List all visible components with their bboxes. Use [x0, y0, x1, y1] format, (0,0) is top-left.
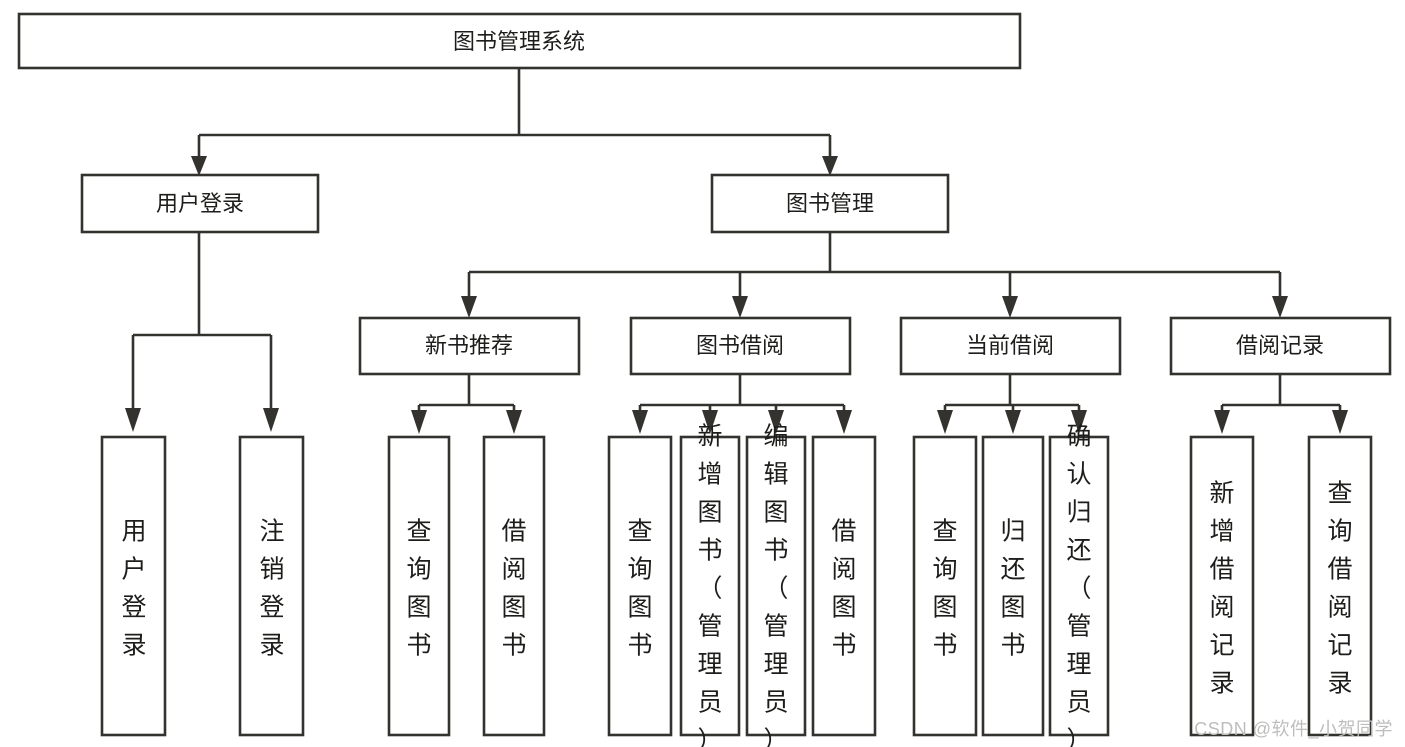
leaf-confirm-return-label: 确认归还（管理员）: [1066, 423, 1091, 747]
edge-book-borrow-trunk: [638, 374, 846, 412]
leaf-add-book-label: 新增图书（管理员）: [697, 423, 722, 747]
arrow-to-user-login: [191, 156, 207, 176]
leaf-node-add-record[interactable]: 新增借阅记录: [1189, 435, 1255, 737]
arrow-to-leaf-query-book-1: [411, 410, 427, 434]
leaf-query-book-3-box[interactable]: [912, 435, 978, 737]
edge-borrow-record-trunk: [1220, 374, 1342, 412]
leaf-node-borrow-book-1[interactable]: 借阅图书: [482, 435, 546, 737]
leaf-query-book-2-box[interactable]: [607, 435, 673, 737]
node-book-manage[interactable]: 图书管理: [710, 173, 950, 234]
leaf-logout-label: 注销登录: [259, 518, 284, 660]
arrow-to-leaf-return-book: [1005, 410, 1021, 434]
arrow-to-leaf-add-record: [1214, 410, 1230, 434]
leaf-borrow-book-2-label: 借阅图书: [831, 518, 856, 660]
node-current-borrow[interactable]: 当前借阅: [899, 316, 1122, 376]
node-root-label: 图书管理系统: [453, 29, 585, 54]
node-borrow-record-box[interactable]: [1169, 316, 1392, 376]
arrow-to-borrow-record: [1272, 296, 1288, 318]
node-book-manage-label: 图书管理: [786, 191, 874, 216]
node-book-manage-box[interactable]: [710, 173, 950, 234]
arrow-to-current-borrow: [1002, 296, 1018, 318]
node-borrow-record-label: 借阅记录: [1236, 333, 1324, 358]
arrow-to-leaf-borrow-book-2: [836, 410, 852, 434]
leaf-confirm-return-box[interactable]: [1048, 435, 1110, 737]
leaf-borrow-book-2-box[interactable]: [811, 435, 877, 737]
edge-new-book-recommend-trunk: [417, 374, 516, 412]
arrow-to-leaf-borrow-book-1: [506, 410, 522, 434]
leaf-add-book-box[interactable]: [679, 435, 741, 737]
leaf-add-record-label: 新增借阅记录: [1209, 480, 1234, 698]
arrow-to-leaf-edit-book: [768, 410, 784, 434]
leaf-node-borrow-book-2[interactable]: 借阅图书: [811, 435, 877, 737]
edge-current-borrow-trunk: [943, 374, 1081, 412]
arrow-to-leaf-add-book: [702, 410, 718, 434]
node-root[interactable]: 图书管理系统: [17, 12, 1022, 70]
leaf-node-query-book-2[interactable]: 查询图书: [607, 435, 673, 737]
arrow-to-leaf-logout: [263, 408, 279, 432]
node-current-borrow-label: 当前借阅: [966, 333, 1054, 358]
arrow-to-book-borrow: [732, 296, 748, 318]
leaf-edit-book-box[interactable]: [745, 435, 807, 737]
node-book-borrow[interactable]: 图书借阅: [629, 316, 852, 376]
edges-layer: [125, 68, 1348, 434]
node-current-borrow-box[interactable]: [899, 316, 1122, 376]
leaf-return-book-label: 归还图书: [1000, 518, 1025, 660]
edge-user-login-trunk: [131, 232, 273, 408]
node-user-login-box[interactable]: [80, 173, 320, 234]
csdn-watermark: CSDN @软件_小贺同学: [1194, 719, 1393, 739]
node-book-borrow-box[interactable]: [629, 316, 852, 376]
arrow-to-leaf-query-book-2: [632, 410, 648, 434]
leaf-query-book-1-box[interactable]: [387, 435, 451, 737]
leaf-node-edit-book[interactable]: 编辑图书（管理员）: [745, 423, 807, 747]
node-new-book-recommend[interactable]: 新书推荐: [358, 316, 581, 376]
leaf-node-add-book[interactable]: 新增图书（管理员）: [679, 423, 741, 747]
arrow-to-leaf-confirm-return: [1071, 410, 1087, 434]
node-root-box[interactable]: [17, 12, 1022, 70]
arrow-to-leaf-query-record: [1332, 410, 1348, 434]
leaf-user-login-box[interactable]: [100, 435, 167, 737]
node-user-login[interactable]: 用户登录: [80, 173, 320, 234]
node-borrow-record[interactable]: 借阅记录: [1169, 316, 1392, 376]
node-new-book-recommend-label: 新书推荐: [425, 333, 513, 358]
node-user-login-label: 用户登录: [156, 191, 244, 216]
leaf-node-query-record[interactable]: 查询借阅记录: [1307, 435, 1373, 737]
leaf-borrow-book-1-label: 借阅图书: [501, 518, 526, 660]
leaf-node-return-book[interactable]: 归还图书: [981, 435, 1045, 737]
leaf-edit-book-label: 编辑图书（管理员）: [763, 423, 788, 747]
leaf-add-record-box[interactable]: [1189, 435, 1255, 737]
node-book-borrow-label: 图书借阅: [696, 333, 784, 358]
leaf-borrow-book-1-box[interactable]: [482, 435, 546, 737]
leaf-query-book-1-label: 查询图书: [406, 518, 431, 660]
arrow-to-new-book-recommend: [461, 296, 477, 318]
leaf-query-record-box[interactable]: [1307, 435, 1373, 737]
edge-book-manage-trunk: [467, 232, 1282, 296]
arrow-to-book-manage: [822, 156, 838, 176]
leaf-node-logout[interactable]: 注销登录: [238, 435, 305, 737]
arrow-to-leaf-query-book-3: [937, 410, 953, 434]
leaf-node-confirm-return[interactable]: 确认归还（管理员）: [1048, 423, 1110, 747]
leaf-logout-box[interactable]: [238, 435, 305, 737]
leaf-node-query-book-1[interactable]: 查询图书: [387, 435, 451, 737]
leaf-query-record-label: 查询借阅记录: [1327, 480, 1352, 698]
leaf-node-query-book-3[interactable]: 查询图书: [912, 435, 978, 737]
leaf-query-book-3-label: 查询图书: [932, 518, 957, 660]
leaf-node-user-login[interactable]: 用户登录: [100, 435, 167, 737]
node-new-book-recommend-box[interactable]: [358, 316, 581, 376]
edge-root-trunk: [197, 68, 832, 163]
leaf-user-login-label: 用户登录: [121, 518, 146, 660]
leaf-query-book-2-label: 查询图书: [627, 518, 652, 660]
leaf-return-book-box[interactable]: [981, 435, 1045, 737]
arrow-to-leaf-user-login: [125, 408, 141, 432]
